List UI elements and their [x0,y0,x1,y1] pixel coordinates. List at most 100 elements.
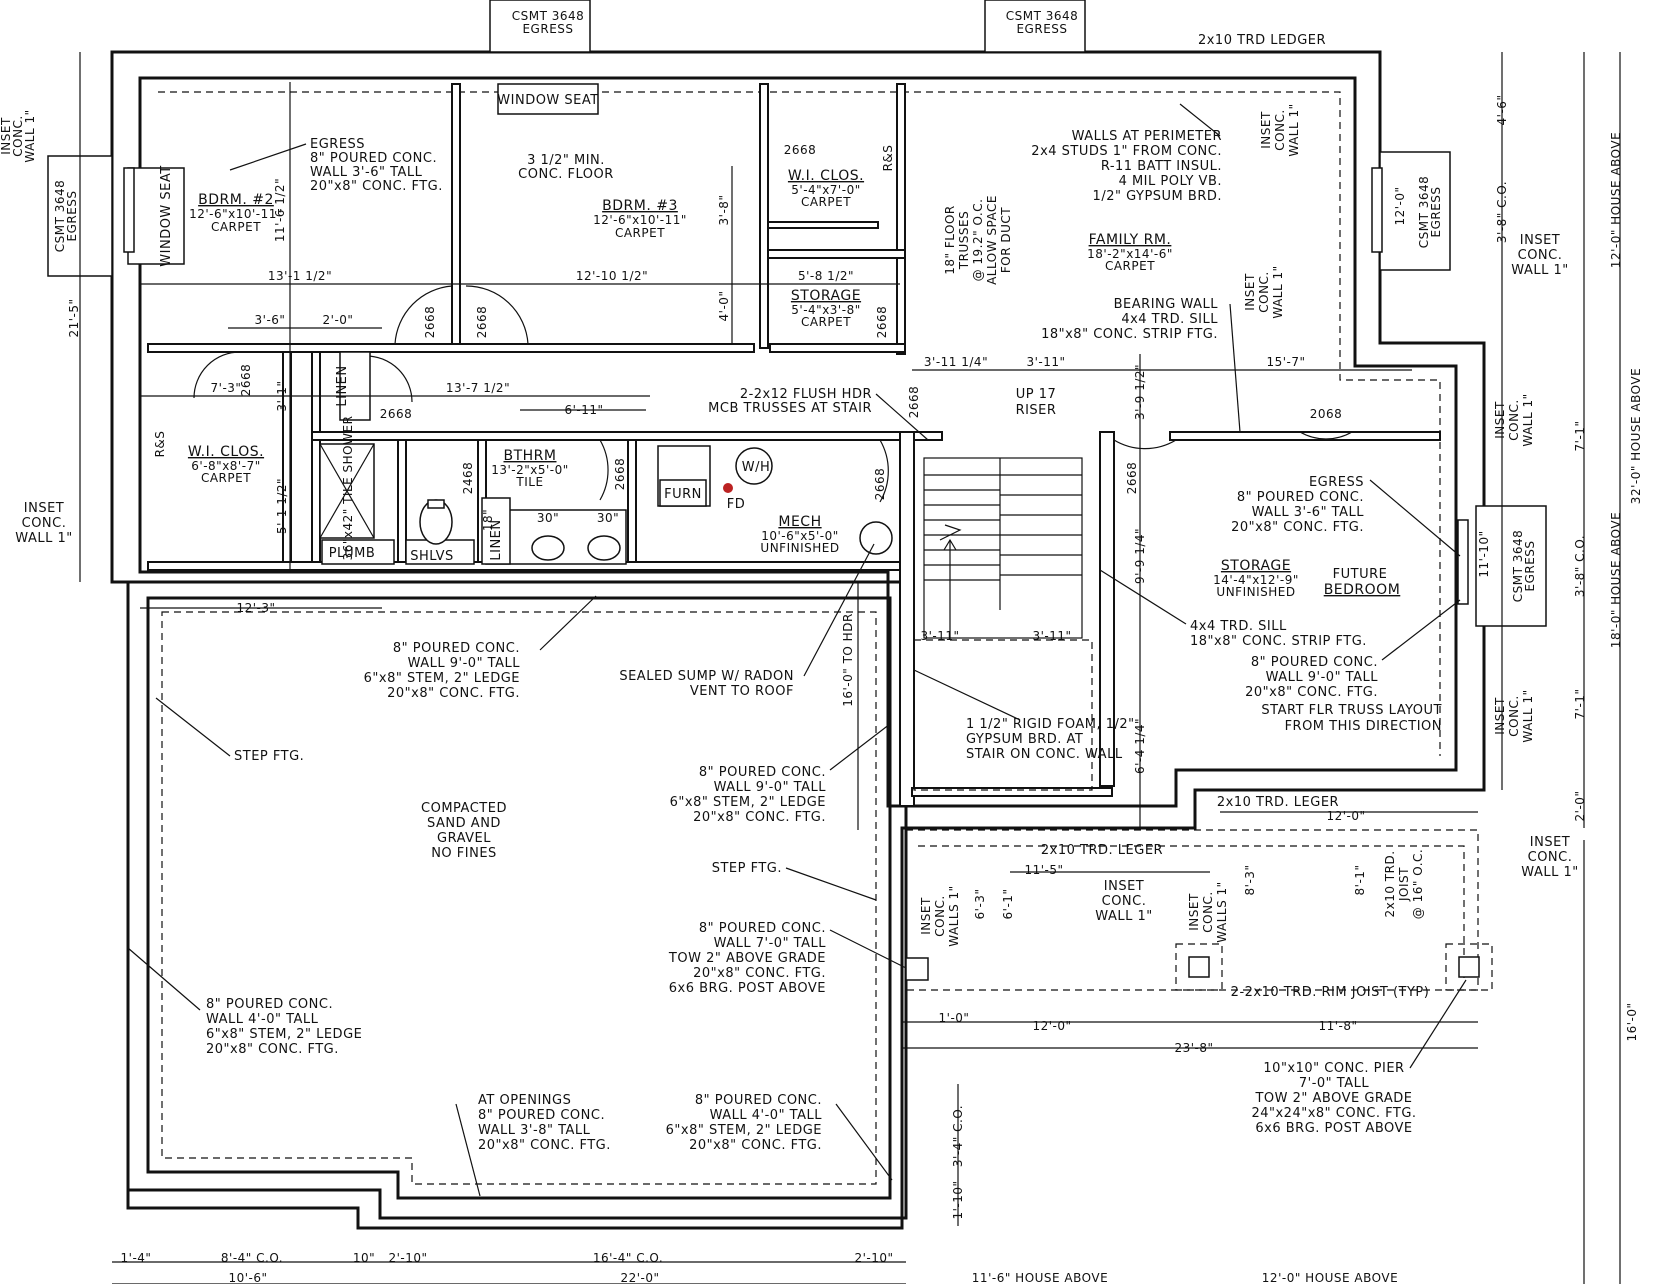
shlvs-label: SHLVS [410,549,454,564]
note: @ 16" O.C. [1411,849,1425,919]
note: 8" POURED CONC. [393,641,520,656]
mech-floor: UNFINISHED [760,541,839,555]
dim-text: 12'-3" [236,601,275,615]
inset-note: INSET [1493,697,1507,735]
stair-dim-1: 3'-11" [920,629,959,643]
dim-text: 7'-3" [211,381,242,395]
note: WALL 7'-0" TALL [714,936,827,951]
dim-text: 12'-0" HOUSE ABOVE [1609,132,1623,268]
note: FOR DUCT [999,207,1013,273]
family-size: 18'-2"x14'-6" [1087,247,1173,261]
mech-size: 10'-6"x5'-0" [761,529,839,543]
dim-text: 3'-1" [275,381,289,412]
dim-text: 3'-11" [1026,355,1065,369]
note: WALL 9'-0" TALL [714,780,827,795]
dim-text: 15'-7" [1266,355,1305,369]
wiclos-left-floor: CARPET [201,471,251,485]
door-swings [193,285,1353,503]
note: EGRESS [310,137,365,152]
window-top2-type: CSMT 3648 [1006,9,1079,23]
dim-text: 8'-4" C.O. [221,1251,283,1265]
note: TOW 2" ABOVE GRADE [1254,1091,1412,1106]
window-top1-egress: EGRESS [522,22,573,36]
note: WALL 3'-6" TALL [310,165,423,180]
inset-note: WALLS 1" [947,885,961,946]
inset-note: CONC. [933,895,947,937]
note: 2x10 TRD LEDGER [1198,33,1326,48]
inset-note: CONC. [1102,894,1147,909]
dim-text: 8'-1" [1353,865,1367,896]
dim-text: 13'-7 1/2" [446,381,510,395]
inset-note: INSET [1530,835,1570,850]
storage-right-size: 14'-4"x12'-9" [1213,573,1299,587]
note: SAND AND [427,816,501,831]
future-label: FUTURE [1333,567,1388,582]
door-tags: 2668 2668 2668 2668 2668 2668 2668 2668 … [239,143,1342,500]
note: 8" POURED CONC. [695,1093,822,1108]
dim-text: 21'-5" [67,298,81,337]
dim-text: 13'-1 1/2" [268,269,332,283]
linen-label: LINEN [335,365,350,406]
note: TOW 2" ABOVE GRADE [668,951,826,966]
storage-top-size: 5'-4"x3'-8" [791,303,860,317]
inset-note: CONC. [1518,248,1563,263]
furn-label: FURN [664,487,702,502]
leader-lines [127,103,1467,1197]
note: WALL 3'-6" TALL [1252,505,1365,520]
note: 6"x8" STEM, 2" LEDGE [206,1027,362,1042]
dim-text: 16'-0" [1625,1002,1639,1041]
inset-note: INSET [1520,233,1560,248]
storage-right-name: STORAGE [1221,558,1291,574]
inset-note: WALL 1" [1287,103,1301,156]
bthrm-name: BTHRM [504,448,557,464]
note: @ 19.2" O.C. [971,199,985,282]
inset-note: INSET [1243,273,1257,311]
wiclos-top-size: 5'-4"x7'-0" [791,183,860,197]
notes: EGRESS 8" POURED CONC. WALL 3'-6" TALL 2… [0,33,1578,1153]
storage-right-floor: UNFINISHED [1216,585,1295,599]
note: WALL 9'-0" TALL [408,656,521,671]
note: GYPSUM BRD. AT [966,732,1083,747]
dim-text: 12'-0" [1326,809,1365,823]
dim-text: 2'-10" [854,1251,893,1265]
inset-note: CONC. [1201,891,1215,933]
dim-text: 1'-10" [951,1180,965,1219]
mech-name: MECH [778,514,821,530]
dim-text: 3'-8" [717,195,731,226]
dim-text: 5'-1 1/2" [275,478,289,534]
dim-text: 6'-3" [973,889,987,920]
note: VENT TO ROOF [690,684,794,699]
note: 20"x8" CONC. FTG. [693,966,826,981]
note: 1/2" GYPSUM BRD. [1093,189,1222,204]
window-right1-egress: EGRESS [1429,186,1443,237]
note: FROM THIS DIRECTION [1285,719,1442,734]
dim-text: 11'-5" [1024,863,1063,877]
note: 6"x8" STEM, 2" LEDGE [364,671,520,686]
bdrm2-name: BDRM. #2 [198,192,274,208]
note: 8" POURED CONC. [699,765,826,780]
bthrm-floor: TILE [515,475,543,489]
dim-text: 18'-0" HOUSE ABOVE [1609,512,1623,648]
inset-note: WALL 1" [1511,263,1568,278]
dim-text: 11'-6" HOUSE ABOVE [972,1271,1108,1284]
inset-note: INSET [0,117,13,155]
shower-label: 36"x42" TILE SHOWER [341,416,355,561]
note: 24"x24"x8" CONC. FTG. [1251,1106,1416,1121]
note: STEP FTG. [234,749,304,764]
dim-text: 23'-8" [1174,1041,1213,1055]
note: 8" POURED CONC. [310,151,437,166]
door-tag: 2668 [423,306,437,339]
sink-a-label: 30" [537,511,559,525]
dimensions: 11'-6 1/2" 13'-1 1/2" 12'-10 1/2" 3'-8" … [67,95,1643,1284]
bdrm3-name: BDRM. #3 [602,198,678,214]
sink-b-label: 30" [597,511,619,525]
inset-note: CONC. [1528,850,1573,865]
wiclos-left-name: W.I. CLOS. [188,444,264,460]
dim-text: 12'-0" [1393,186,1407,225]
dim-text: 7'-1" [1573,421,1587,452]
note: EGRESS [1309,475,1364,490]
door-tag: 2668 [380,407,413,421]
linen2-label: LINEN [489,519,504,560]
inset-note: CONC. [22,516,67,531]
